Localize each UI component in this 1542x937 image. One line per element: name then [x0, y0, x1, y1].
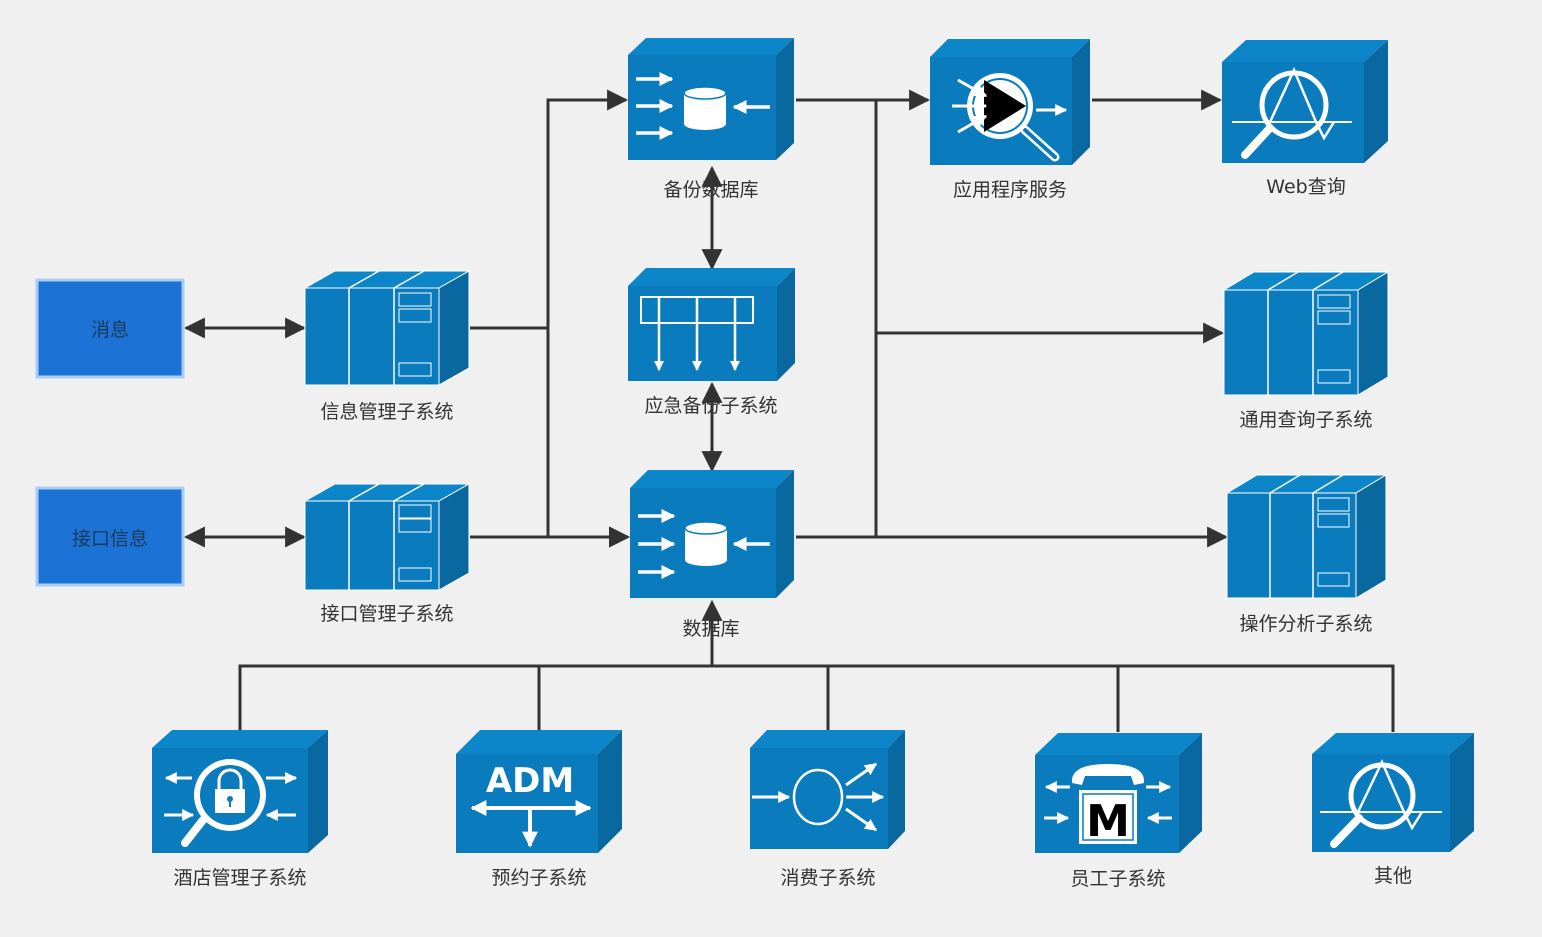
server-rack-icon — [1225, 474, 1388, 599]
node-interface-manager[interactable]: 接口管理子系统 — [303, 483, 471, 625]
node-label: 接口信息 — [72, 528, 148, 550]
node-label: 备份数据库 — [663, 179, 758, 201]
distribution-icon — [628, 268, 795, 381]
database-icon — [628, 38, 794, 160]
node-label: 其他 — [1374, 865, 1412, 887]
node-label: 通用查询子系统 — [1239, 409, 1372, 431]
phone-m-icon: M — [1035, 733, 1202, 853]
node-label: 预约子系统 — [491, 867, 586, 889]
node-label: 数据库 — [682, 618, 739, 640]
content-engine-icon — [930, 39, 1090, 165]
monitor-magnifier-icon — [1312, 733, 1474, 852]
node-staff[interactable]: M 员工子系统 — [1035, 733, 1202, 890]
node-emergency-backup[interactable]: 应急备份子系统 — [628, 268, 795, 417]
database-icon — [630, 470, 794, 598]
node-label: 消费子系统 — [780, 867, 875, 889]
security-magnifier-icon — [152, 730, 328, 853]
adm-icon: ADM — [456, 730, 622, 853]
node-database[interactable]: 数据库 — [630, 470, 794, 640]
node-web-query[interactable]: Web查询 — [1222, 40, 1388, 198]
node-booking[interactable]: ADM 预约子系统 — [456, 730, 622, 889]
node-info-manager[interactable]: 信息管理子系统 — [303, 270, 471, 423]
node-application-service[interactable]: 应用程序服务 — [930, 39, 1090, 201]
node-operation-analysis[interactable]: 操作分析子系统 — [1225, 474, 1388, 635]
monitor-magnifier-icon — [1222, 40, 1388, 163]
server-rack-icon — [1222, 271, 1390, 396]
node-label: 接口管理子系统 — [320, 603, 453, 625]
node-msg[interactable]: 消息 — [35, 278, 185, 379]
node-backup-database[interactable]: 备份数据库 — [628, 38, 794, 201]
node-general-query[interactable]: 通用查询子系统 — [1222, 271, 1390, 431]
adm-text: ADM — [486, 761, 574, 801]
node-label: 员工子系统 — [1070, 868, 1165, 890]
edge-infomgr-backupdb — [470, 89, 629, 330]
node-label: 酒店管理子系统 — [173, 867, 306, 889]
node-label: 应用程序服务 — [953, 179, 1067, 201]
connectors — [183, 89, 1395, 732]
node-label: 应急备份子系统 — [644, 395, 777, 417]
node-label: 信息管理子系统 — [320, 401, 453, 423]
m-text: M — [1086, 796, 1130, 847]
node-label: 操作分析子系统 — [1239, 613, 1372, 635]
node-label: Web查询 — [1266, 176, 1345, 198]
edge-infomgr-db — [546, 328, 631, 548]
bottom-bus — [238, 664, 1395, 732]
node-other[interactable]: 其他 — [1312, 733, 1474, 887]
fanout-icon — [750, 730, 905, 849]
server-rack-icon — [303, 270, 471, 386]
server-rack-icon — [303, 483, 471, 591]
node-hotel-management[interactable]: 酒店管理子系统 — [152, 730, 328, 889]
node-iface[interactable]: 接口信息 — [35, 486, 185, 587]
node-label: 消息 — [91, 319, 129, 341]
node-consumption[interactable]: 消费子系统 — [750, 730, 905, 889]
